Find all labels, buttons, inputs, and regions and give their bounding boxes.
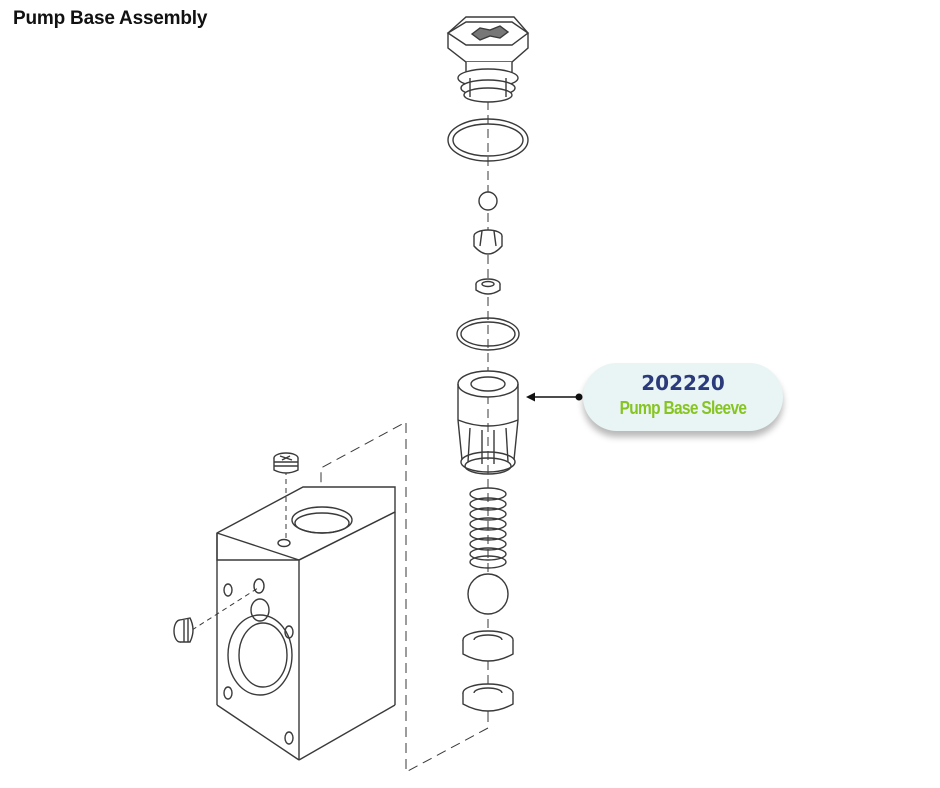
assembly-path-line bbox=[320, 421, 489, 773]
set-screw-top-part bbox=[273, 452, 299, 474]
large-o-ring-part bbox=[447, 118, 529, 162]
set-screw-side-part bbox=[173, 617, 194, 643]
page-title: Pump Base Assembly bbox=[13, 8, 208, 29]
medium-o-ring-part bbox=[456, 317, 520, 351]
part-number: 202220 bbox=[641, 371, 725, 395]
part-callout: 202220 Pump Base Sleeve bbox=[583, 363, 783, 431]
small-seat-part bbox=[475, 278, 501, 295]
callout-arrowhead bbox=[526, 392, 535, 402]
screw-leader-side bbox=[191, 587, 259, 631]
seat-part-lower bbox=[462, 683, 514, 712]
pump-base-sleeve-part bbox=[457, 370, 519, 475]
part-name: Pump Base Sleeve bbox=[619, 398, 747, 418]
ball-cage-part bbox=[473, 229, 503, 255]
seat-part-upper bbox=[462, 630, 514, 662]
large-ball-part bbox=[467, 573, 509, 615]
hex-cap-part bbox=[446, 16, 530, 103]
small-ball-part bbox=[478, 191, 498, 211]
callout-leader-dot bbox=[575, 393, 583, 401]
pump-block-part bbox=[216, 486, 396, 761]
spring-part bbox=[469, 487, 507, 569]
